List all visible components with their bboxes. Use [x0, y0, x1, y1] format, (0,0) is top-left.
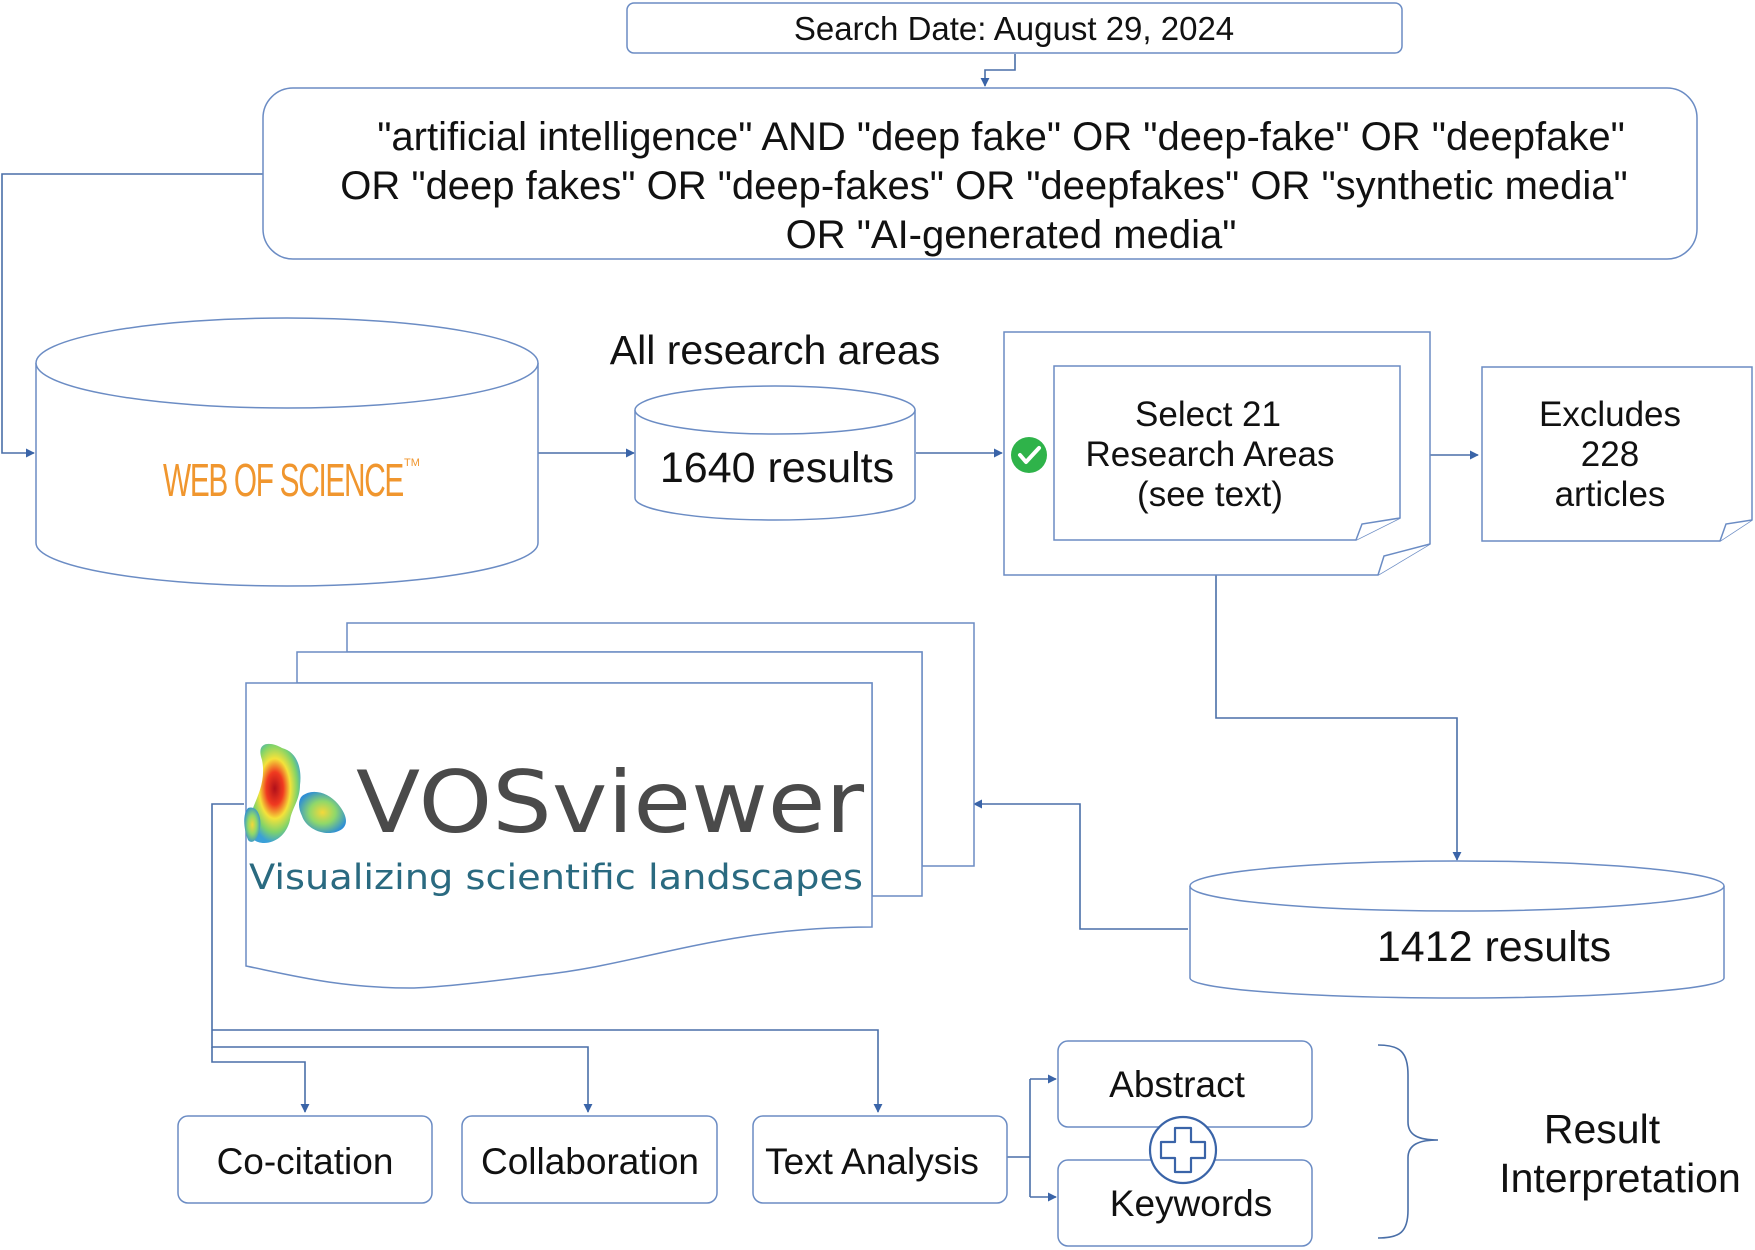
- query-line-3: OR "AI-generated media": [786, 213, 1237, 257]
- vosviewer-heatmap-icon: [244, 743, 346, 844]
- interpretation-line-2: Interpretation: [1499, 1155, 1741, 1201]
- abstract-box: Abstract: [1057, 1040, 1313, 1128]
- collaboration-text: Collaboration: [481, 1141, 699, 1182]
- excludes-line-1: Excludes: [1539, 395, 1681, 434]
- all-research-areas-label: All research areas: [610, 327, 940, 373]
- connector-final-to-vosviewer: [973, 799, 1188, 930]
- interpretation-brace: [1377, 1044, 1439, 1239]
- search-date-box: Search Date: August 29, 2024: [626, 2, 1403, 54]
- connector-to-cocitation: [211, 1047, 310, 1113]
- select-areas-line-2: Research Areas: [1085, 435, 1334, 474]
- search-date-text: Search Date: August 29, 2024: [794, 10, 1234, 47]
- keywords-text: Keywords: [1110, 1183, 1272, 1224]
- abstract-text: Abstract: [1109, 1064, 1245, 1105]
- keywords-box: Keywords: [1057, 1159, 1313, 1247]
- vosviewer-name: VOSviewer: [356, 753, 865, 853]
- excludes-line-3: articles: [1555, 475, 1666, 514]
- web-of-science-tm: TM: [404, 457, 420, 469]
- final-results-text: 1412 results: [1377, 923, 1611, 971]
- web-of-science-logo: WEB OF SCIENCE: [163, 454, 403, 506]
- web-of-science-database: WEB OF SCIENCE TM: [35, 317, 539, 587]
- all-results-cylinder: 1640 results: [634, 385, 916, 521]
- connector-date-to-query: [980, 54, 1016, 87]
- check-mark-icon: [1018, 446, 1041, 464]
- connector-query-to-database: [1, 173, 263, 458]
- query-line-2: OR "deep fakes" OR "deep-fakes" OR "deep…: [340, 164, 1628, 208]
- vosviewer-tagline: Visualizing scientific landscapes: [249, 858, 863, 898]
- collaboration-box: Collaboration: [461, 1115, 718, 1204]
- select-areas-box: Select 21 Research Areas (see text): [1003, 331, 1431, 576]
- final-results-cylinder: 1412 results: [1189, 860, 1725, 999]
- connectors: [1, 54, 1479, 1239]
- select-areas-line-1: Select 21: [1135, 395, 1281, 434]
- vosviewer-document-stack: VOSviewer Visualizing scientific landsca…: [244, 622, 975, 989]
- excludes-box: Excludes 228 articles: [1481, 366, 1753, 542]
- connector-to-text-analysis: [212, 1029, 883, 1113]
- plus-icon: [1148, 1115, 1218, 1185]
- connector-to-collaboration: [211, 1030, 593, 1113]
- cocitation-box: Co-citation: [177, 1115, 433, 1204]
- all-results-text: 1640 results: [660, 444, 894, 492]
- text-analysis-text: Text Analysis: [765, 1141, 979, 1182]
- text-analysis-box: Text Analysis: [752, 1115, 1008, 1204]
- query-box: "artificial intelligence" AND "deep fake…: [262, 87, 1698, 260]
- query-line-1: "artificial intelligence" AND "deep fake…: [377, 115, 1625, 159]
- check-circle-icon: [1011, 437, 1047, 473]
- connector-select-to-final: [1215, 575, 1462, 861]
- interpretation-line-1: Result: [1544, 1106, 1661, 1152]
- excludes-line-2: 228: [1581, 435, 1639, 474]
- cocitation-text: Co-citation: [217, 1141, 394, 1182]
- select-areas-line-3: (see text): [1137, 475, 1283, 514]
- connector-vosviewer-trunk: [211, 803, 244, 1030]
